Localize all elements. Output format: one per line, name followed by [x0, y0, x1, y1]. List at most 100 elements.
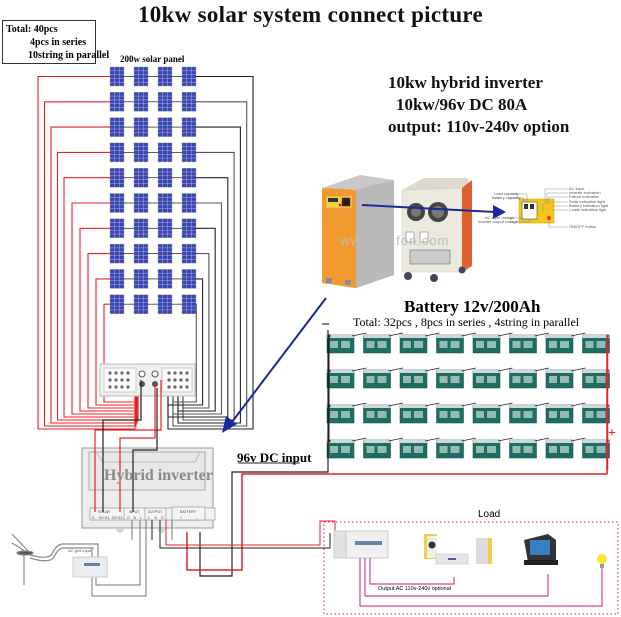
terminal-label: S1+	[99, 516, 105, 520]
series-link	[570, 437, 586, 442]
terminal-label: G	[127, 516, 130, 520]
string-wires	[37, 75, 254, 430]
combiner-terminal	[179, 385, 183, 389]
control-panel-closeup: Load capacity Battery capacity AC input …	[478, 186, 609, 229]
series-link	[461, 437, 477, 442]
solar-panel	[157, 294, 182, 314]
solar-panel	[109, 243, 134, 264]
inverter-spec-line1: 10kw hybrid inverter	[388, 73, 543, 92]
battery-unit	[582, 369, 610, 389]
battery-unit	[582, 439, 610, 459]
combiner-terminal	[108, 385, 112, 389]
solar-panel	[133, 193, 158, 213]
combiner-terminal	[185, 378, 189, 382]
battery-unit	[436, 367, 477, 389]
watermark: www.tanfon.com	[340, 233, 450, 248]
callout-loads-light: Loads indication light	[569, 207, 607, 212]
inverter-spec: 10kw hybrid inverter 10kw/96v DC 80A out…	[388, 72, 569, 138]
combiner-terminal	[120, 378, 124, 382]
battery-unit	[545, 437, 586, 459]
hybrid-inverter-label: Hybrid inverter	[104, 467, 213, 484]
panel-parallel: 10string in parallel	[28, 50, 110, 61]
combiner-terminal	[108, 371, 112, 375]
solar-panel	[133, 142, 158, 163]
zoom-arrow	[361, 204, 506, 219]
series-link	[534, 332, 550, 337]
series-link	[424, 437, 440, 442]
solar-panel	[157, 142, 182, 163]
grid-label: AC grid input	[68, 548, 92, 553]
solar-panel	[133, 294, 158, 314]
battery-unit	[436, 437, 477, 459]
pv-wires	[94, 380, 162, 512]
series-link	[351, 332, 367, 337]
battery-unit	[509, 367, 550, 389]
solar-panel	[109, 66, 134, 87]
positive-string-wire	[79, 227, 138, 412]
battery-unit	[436, 332, 477, 354]
series-link	[534, 437, 550, 442]
negative-string-wire	[177, 126, 241, 424]
battery-unit	[363, 332, 404, 354]
combiner-terminal	[126, 385, 130, 389]
solar-panel	[109, 117, 134, 137]
load-label: Load	[478, 509, 501, 520]
load-boundary	[323, 521, 619, 615]
ground-symbols	[116, 529, 166, 533]
series-link	[497, 367, 513, 372]
solar-panel	[109, 294, 134, 314]
battery-unit	[326, 367, 367, 389]
output-ac-note: Output AC 110v-240v optional	[378, 586, 451, 592]
series-link	[424, 402, 440, 407]
terminal-label: S2-	[118, 516, 124, 520]
solar-panel	[181, 243, 197, 264]
combiner-terminal	[173, 385, 177, 389]
terminal-label: L	[140, 516, 142, 520]
load-wires	[359, 558, 603, 607]
battery-unit	[472, 332, 513, 354]
series-link	[424, 332, 440, 337]
solar-panel	[181, 66, 197, 87]
solar-panel	[133, 117, 158, 137]
solar-panel	[133, 167, 158, 188]
solar-panel	[133, 218, 158, 239]
combiner-terminal	[120, 371, 124, 375]
combiner-terminal	[185, 371, 189, 375]
battery-unit	[363, 367, 404, 389]
diagram-title: 10kw solar system connect picture	[137, 2, 484, 27]
battery-unit	[326, 402, 367, 424]
series-link	[570, 332, 586, 337]
combiner-terminal	[179, 378, 183, 382]
series-link	[461, 332, 477, 337]
solar-panel	[157, 66, 182, 87]
solar-panel	[157, 243, 182, 264]
solar-panel	[181, 218, 197, 239]
solar-panel	[109, 167, 134, 188]
inverter-spec-line2: 10kw/96v DC 80A	[396, 95, 528, 114]
series-link	[424, 367, 440, 372]
solar-panel	[133, 92, 158, 112]
terminal-label: S2+	[112, 516, 118, 520]
ac-distribution-box	[72, 556, 108, 578]
solar-panel	[181, 269, 197, 289]
solar-panel	[181, 92, 197, 112]
negative-string-wire	[167, 278, 204, 406]
positive-string-wire	[71, 202, 137, 415]
series-link	[461, 367, 477, 372]
combiner-terminal	[120, 385, 124, 389]
solar-panel	[133, 243, 158, 264]
callout-solar-light: Solar indication light	[569, 199, 606, 204]
battery-unit	[509, 437, 550, 459]
series-link	[534, 367, 550, 372]
terminal-label: G	[161, 516, 164, 520]
battery-wires	[186, 330, 608, 577]
battery-unit	[509, 402, 550, 424]
battery-unit	[399, 332, 440, 354]
terminal-group-label: OUTPUT	[148, 510, 163, 514]
inverter-photo-orange	[322, 175, 394, 288]
callout-inverter-indication: Inverter indication	[569, 190, 601, 195]
series-link	[351, 402, 367, 407]
load-distribution-box	[333, 530, 389, 559]
inverter-arrow	[222, 297, 327, 433]
solar-panel	[157, 117, 182, 137]
